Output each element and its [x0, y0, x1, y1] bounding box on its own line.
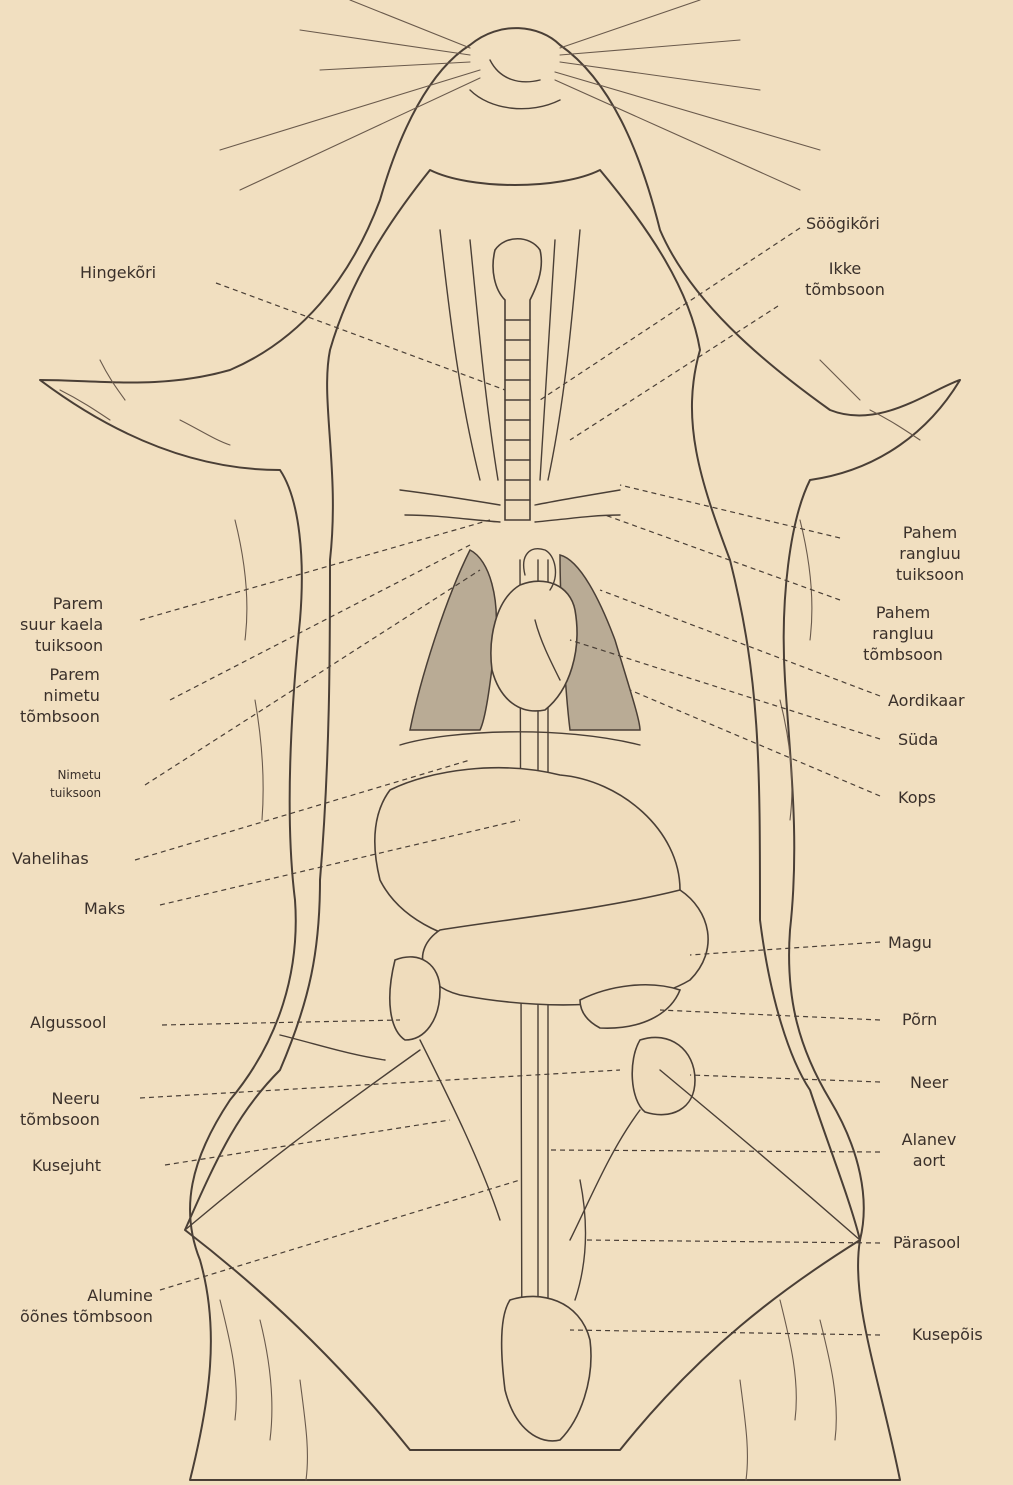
label-neeru-tombsoon: Neeru tõmbsoon: [20, 1088, 100, 1130]
label-line: tuiksoon: [20, 635, 103, 656]
label-line: Ikke: [780, 258, 910, 279]
label-line: rangluu: [836, 623, 970, 644]
trachea: [493, 239, 541, 520]
rectum: [575, 1180, 585, 1300]
label-line: Neer: [910, 1072, 948, 1093]
label-ikke-tombsoon: Ikke tõmbsoon: [780, 258, 910, 300]
label-vahelihas: Vahelihas: [12, 848, 89, 869]
label-line: tõmbsoon: [20, 1109, 100, 1130]
label-line: Süda: [898, 729, 938, 750]
label-line: Pahem: [836, 602, 970, 623]
label-parem-suur-kaela-tuiksoon: Parem suur kaela tuiksoon: [20, 593, 103, 656]
label-line: Vahelihas: [12, 848, 89, 869]
label-sude: Süda: [898, 729, 938, 750]
label-line: Magu: [888, 932, 932, 953]
label-pahem-rangluu-tuiksoon: Pahem rangluu tuiksoon: [868, 522, 992, 585]
duodenum: [280, 1035, 385, 1060]
label-line: Söögikõri: [806, 213, 880, 234]
abdominal-flap-left: [185, 1050, 420, 1230]
ureter-left: [420, 1040, 500, 1220]
label-parem-nimetu-tombsoon: Parem nimetu tõmbsoon: [20, 664, 100, 727]
label-maks: Maks: [84, 898, 125, 919]
label-line: suur kaela: [20, 614, 103, 635]
label-line: õõnes tõmbsoon: [20, 1306, 153, 1327]
label-kusejuht: Kusejuht: [32, 1155, 101, 1176]
label-pahem-rangluu-tombsoon: Pahem rangluu tõmbsoon: [836, 602, 970, 665]
label-kusepois: Kusepõis: [912, 1324, 983, 1345]
label-alanev-aort: Alanev aort: [888, 1129, 970, 1171]
label-line: Kusepõis: [912, 1324, 983, 1345]
label-neer: Neer: [910, 1072, 948, 1093]
label-line: tõmbsoon: [836, 644, 970, 665]
label-line: tuiksoon: [868, 564, 992, 585]
label-line: Nimetu: [50, 766, 101, 784]
label-line: tõmbsoon: [780, 279, 910, 300]
label-line: Parem: [20, 664, 100, 685]
label-line: tuiksoon: [50, 784, 101, 802]
label-line: Kops: [898, 787, 936, 808]
label-line: Parem: [20, 593, 103, 614]
label-soogikori: Söögikõri: [806, 213, 880, 234]
label-parasool: Pärasool: [893, 1232, 960, 1253]
label-line: nimetu: [20, 685, 100, 706]
label-line: Pärasool: [893, 1232, 960, 1253]
left-lung: [410, 550, 496, 730]
label-line: aort: [888, 1150, 970, 1171]
label-hingekori-text: Hingekõri: [80, 262, 156, 283]
label-alumine-oones-tombsoon: Alumine õõnes tõmbsoon: [20, 1285, 153, 1327]
label-line: Alumine: [20, 1285, 153, 1306]
label-magu: Magu: [888, 932, 932, 953]
label-algussool: Algussool: [30, 1012, 106, 1033]
label-line: tõmbsoon: [20, 706, 100, 727]
label-line: Kusejuht: [32, 1155, 101, 1176]
label-line: Alanev: [888, 1129, 970, 1150]
abdominal-flap-right: [660, 1070, 860, 1240]
label-line: Neeru: [20, 1088, 100, 1109]
label-line: Aordikaar: [888, 690, 965, 711]
label-line: Põrn: [902, 1009, 937, 1030]
label-nimetu-tuiksoon: Nimetu tuiksoon: [50, 766, 101, 802]
label-aordikaar: Aordikaar: [888, 690, 965, 711]
label-line: Pahem: [868, 522, 992, 543]
label-line: Maks: [84, 898, 125, 919]
label-hingekori: Hingekõri: [80, 262, 156, 283]
label-line: rangluu: [868, 543, 992, 564]
label-line: Algussool: [30, 1012, 106, 1033]
left-kidney: [390, 957, 440, 1040]
label-kops: Kops: [898, 787, 936, 808]
bladder: [502, 1296, 591, 1441]
right-kidney: [632, 1037, 695, 1114]
label-porn: Põrn: [902, 1009, 937, 1030]
ureter-right: [570, 1110, 640, 1240]
